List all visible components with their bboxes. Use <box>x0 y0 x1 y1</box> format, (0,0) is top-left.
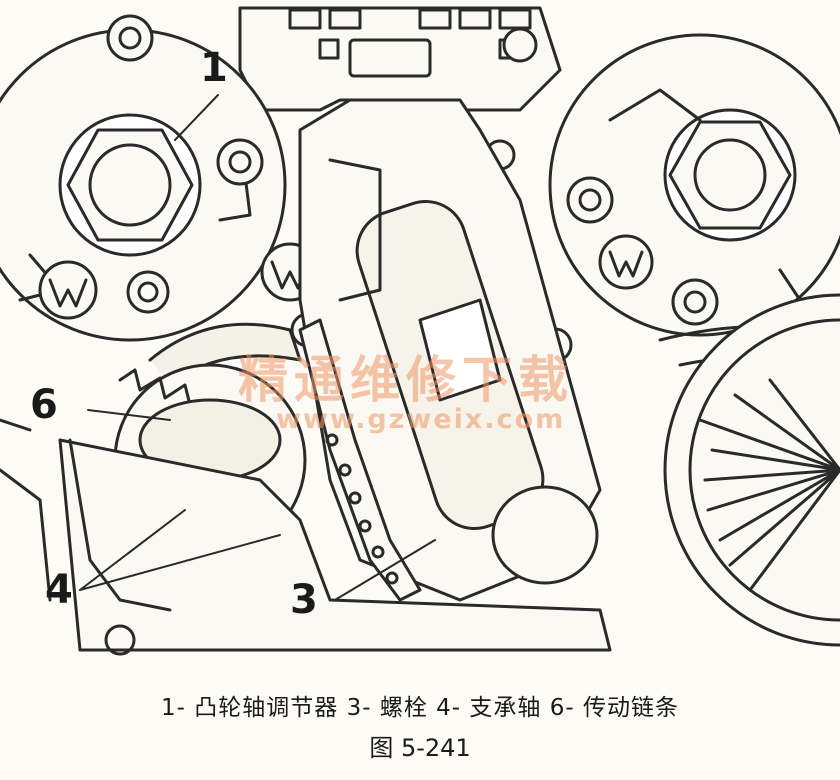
watermark-url: www.gzweix.com <box>276 404 566 435</box>
right-sprocket <box>663 293 840 647</box>
callout-3: 3 <box>290 577 318 623</box>
callout-6: 6 <box>30 382 58 428</box>
chain-guide-rail <box>298 318 422 602</box>
figure-caption: 1- 凸轮轴调节器 3- 螺栓 4- 支承轴 6- 传动链条 <box>161 695 679 721</box>
engine-timing-diagram <box>0 6 840 656</box>
figure-number: 图 5-241 <box>369 734 471 762</box>
lower-housing <box>0 418 612 656</box>
chain-tensioner <box>298 98 602 602</box>
watermark-text: 精通维修下载 <box>238 351 574 409</box>
callout-4: 4 <box>45 567 73 613</box>
callout-1: 1 <box>200 45 228 91</box>
callout-leaders <box>79 94 436 601</box>
